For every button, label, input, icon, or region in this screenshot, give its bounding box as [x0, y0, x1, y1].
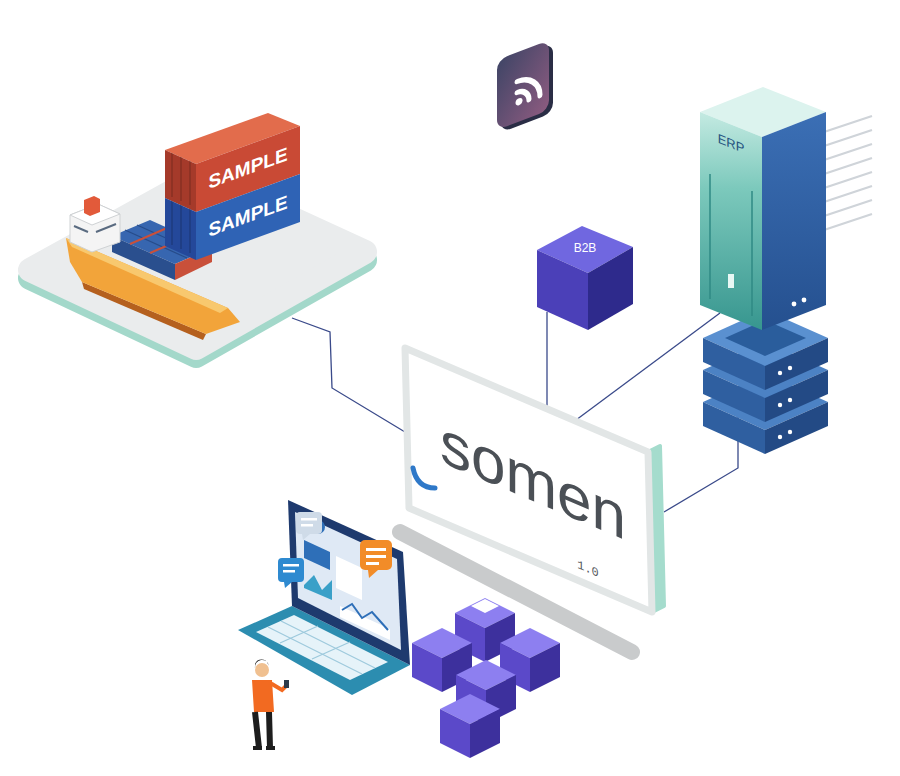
- shipping-container-shape-part: [180, 205, 182, 249]
- cargo-ship-part: [74, 226, 88, 232]
- shipping-container-shape-part: [196, 174, 300, 260]
- chat-bubbles-part: [302, 534, 310, 540]
- somen-panel-shape-part: [405, 348, 652, 612]
- wifi-icon: [497, 39, 553, 134]
- node-label: B2B: [574, 242, 597, 255]
- chat-bubbles-part: [283, 570, 295, 573]
- platform-wire: [292, 318, 405, 432]
- laptop-part: [304, 575, 332, 600]
- chat-bubbles-part: [301, 524, 313, 527]
- wifi-icon-part: [497, 40, 549, 130]
- erp-server-tower-shape-part: [792, 302, 797, 307]
- laptop-part: [295, 512, 401, 650]
- connector: [575, 313, 720, 421]
- shipping-container-shape-part: [171, 201, 173, 245]
- shipping-container: SAMPLE: [165, 174, 301, 261]
- chat-bubbles-part: [283, 564, 299, 567]
- somen-panel: somen1.0: [395, 338, 670, 623]
- chat-bubbles-part: [366, 548, 386, 551]
- chat-bubbles: [278, 512, 392, 588]
- person: [252, 660, 289, 750]
- shipping-container-shape-part: [165, 198, 196, 260]
- person-part: [255, 663, 269, 677]
- b2b-cube: B2B: [535, 224, 635, 332]
- cargo-ship-part: [84, 196, 100, 216]
- shipping-container-shape-part: [180, 157, 182, 201]
- laptop-part: [268, 627, 362, 674]
- chat-bubbles-part: [296, 512, 322, 534]
- person-part: [272, 684, 286, 690]
- erp-server-tower: ERP: [698, 84, 828, 334]
- chat-bubbles-part: [360, 540, 392, 570]
- chat-bubbles-part: [366, 555, 386, 558]
- cube-cluster: [412, 598, 560, 758]
- wifi-icon-part: [517, 57, 551, 104]
- person-part: [253, 746, 262, 750]
- server-stack: [703, 310, 828, 454]
- erp-server-tower-shape-part: [700, 112, 762, 330]
- b2b-cube-shape-part: [537, 250, 588, 330]
- laptop-part: [336, 556, 362, 600]
- erp-server-tower-shape: [698, 84, 828, 334]
- person-part: [255, 712, 270, 748]
- laptop-part: [342, 604, 388, 630]
- server-stack-part: [778, 403, 782, 407]
- chat-bubbles-part: [278, 558, 304, 582]
- laptop-part: [280, 626, 318, 643]
- server-stack-part: [788, 430, 792, 434]
- somen-panel-shape-part: [413, 468, 435, 488]
- erp-server-tower-shape-part: [728, 274, 734, 288]
- person-part: [255, 660, 269, 668]
- b2b-cube-shape-part: [588, 247, 633, 330]
- server-stack-part: [778, 371, 782, 375]
- erp-server-tower-shape-part: [751, 191, 753, 316]
- shipping-container-shape-part: [171, 153, 173, 197]
- server-stack-part: [788, 366, 792, 370]
- erp-server-tower-shape-part: [762, 112, 826, 330]
- erp-server-tower-shape-part: [709, 174, 711, 299]
- cube-cluster-part: [471, 599, 499, 613]
- person-part: [266, 746, 275, 750]
- person-part: [284, 680, 289, 688]
- b2b-cube-shape: [535, 224, 635, 332]
- server-stack-part: [778, 435, 782, 439]
- erp-server-tower-shape-part: [802, 298, 807, 303]
- laptop: [238, 500, 410, 695]
- shipping-container-shape-part: [189, 161, 191, 205]
- laptop-part: [304, 540, 330, 570]
- laptop-part: [288, 500, 410, 665]
- server-stack-part: [788, 398, 792, 402]
- shipping-container-shape-part: [189, 209, 191, 253]
- chat-bubbles-part: [301, 518, 317, 521]
- wifi-icon-part: [516, 97, 523, 107]
- cargo-ship-part: [130, 228, 167, 244]
- chat-bubbles-part: [368, 570, 378, 578]
- connector: [546, 312, 547, 409]
- chat-bubbles-part: [366, 562, 379, 565]
- cargo-ship-part: [96, 224, 116, 232]
- laptop-part: [312, 642, 350, 659]
- chat-bubbles-part: [284, 582, 292, 588]
- cube-cluster-part: [440, 694, 500, 758]
